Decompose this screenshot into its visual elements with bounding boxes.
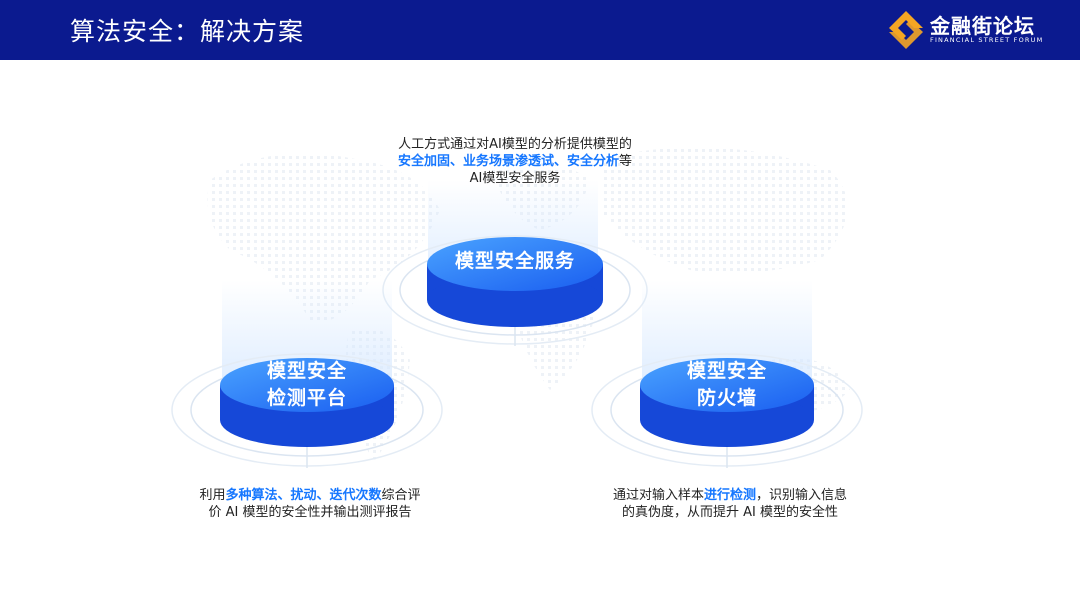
service-right: 模型安全 防火墙	[590, 270, 870, 480]
logo-name: 金融街论坛	[930, 14, 1035, 38]
forum-logo: 金融街论坛 FINANCIAL STREET FORUM	[884, 6, 1054, 54]
forum-logo-icon	[889, 11, 923, 49]
service-label: 模型安全 防火墙	[686, 360, 767, 409]
service-right-description: 通过对输入样本进行检测，识别输入信息的真伪度，从而提升 AI 模型的安全性	[612, 488, 848, 520]
disc-rings	[171, 353, 443, 468]
service-label: 模型安全服务	[454, 250, 575, 272]
header-bar: 算法安全：解决方案 金融街论坛 FINANCIAL STREET FORUM	[0, 0, 1080, 60]
logo-subtitle: FINANCIAL STREET FORUM	[930, 36, 1044, 44]
service-left: 模型安全 检测平台	[170, 270, 450, 480]
service-top-description: 人工方式通过对AI模型的分析提供模型的安全加固、业务场景渗透试、安全分析等AI模…	[397, 137, 633, 186]
page-title: 算法安全：解决方案	[70, 17, 305, 46]
service-label: 模型安全 检测平台	[266, 360, 347, 409]
disc-rings	[591, 353, 863, 468]
service-left-description: 利用多种算法、扰动、迭代次数综合评价 AI 模型的安全性并输出测评报告	[199, 488, 421, 520]
